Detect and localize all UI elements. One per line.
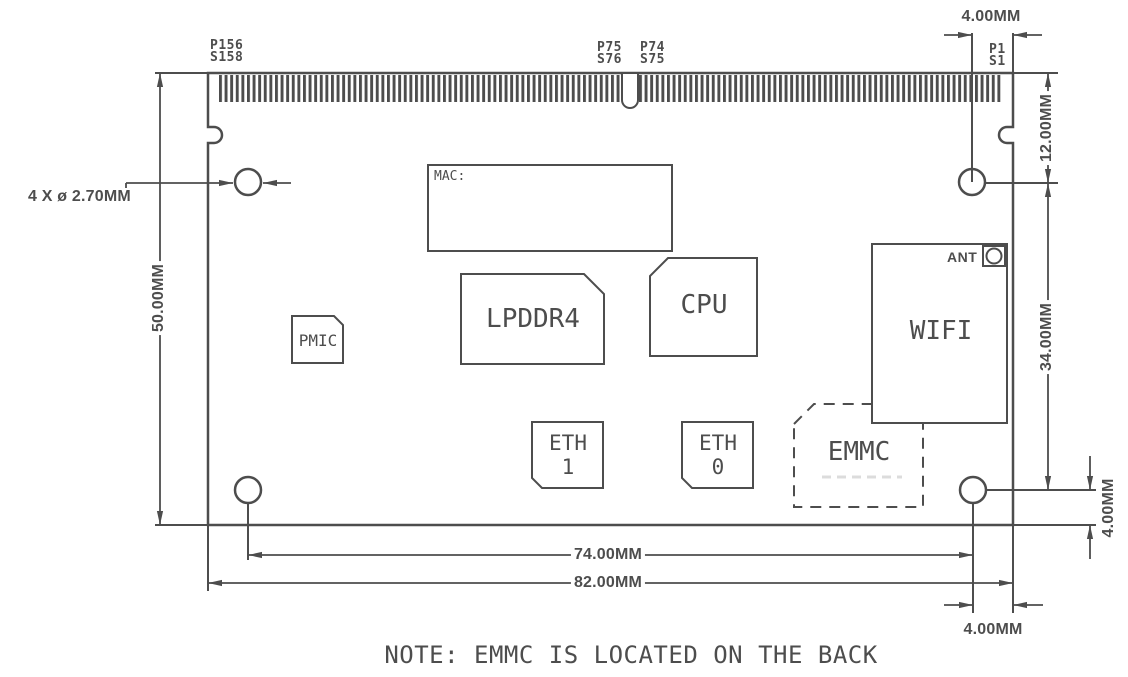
dim-hole-to-right-edge-top: 4.00MM [958, 8, 1024, 26]
cpu-box [649, 257, 758, 357]
mac-label: MAC: [434, 169, 466, 184]
lpddr4-label: LPDDR4 [486, 304, 580, 335]
dim-hole-callout: 4 X ø 2.70MM [28, 188, 131, 206]
mac-box [427, 164, 673, 252]
drawing-note: NOTE: EMMC IS LOCATED ON THE BACK [384, 641, 878, 669]
dim-hole-span-y: 34.00MM [1038, 299, 1056, 375]
lpddr4-box [460, 273, 605, 365]
wifi-box [871, 243, 1008, 424]
dim-hole-to-right-edge-bottom: 4.00MM [960, 621, 1026, 639]
component-outlines [291, 164, 1008, 489]
emmc-label: EMMC [827, 437, 891, 468]
dim-hole-span-x: 74.00MM [570, 546, 646, 564]
wifi-label: WIFI [909, 316, 973, 347]
dim-hole-offset-top: 12.00MM [1038, 90, 1056, 166]
eth0-label: ETH 0 [699, 430, 737, 479]
pin-label-p74-s75: P74 S75 [640, 40, 665, 67]
pin-label-p75-s76: P75 S76 [597, 40, 622, 67]
pmic-box [291, 315, 344, 364]
eth0-box [681, 421, 754, 489]
mounting-holes [233, 167, 988, 505]
pin-label-p1-s1: P1 S1 [989, 42, 1006, 69]
pmic-label: PMIC [298, 330, 338, 350]
edge-connector-fingers [219, 74, 1001, 109]
dim-board-height: 50.00MM [150, 260, 168, 336]
ant-label: ANT [947, 249, 978, 265]
eth1-box [531, 421, 604, 489]
eth1-label: ETH 1 [549, 430, 587, 479]
cpu-label: CPU [680, 290, 728, 321]
emmc-outline [793, 403, 924, 508]
dim-hole-to-bottom-edge: 4.00MM [1100, 478, 1117, 538]
connector-key-notch [621, 74, 639, 109]
ant-connector-circle [985, 247, 1003, 265]
pin-label-p156-s158: P156 S158 [210, 38, 244, 65]
dim-board-width: 82.00MM [570, 574, 646, 592]
